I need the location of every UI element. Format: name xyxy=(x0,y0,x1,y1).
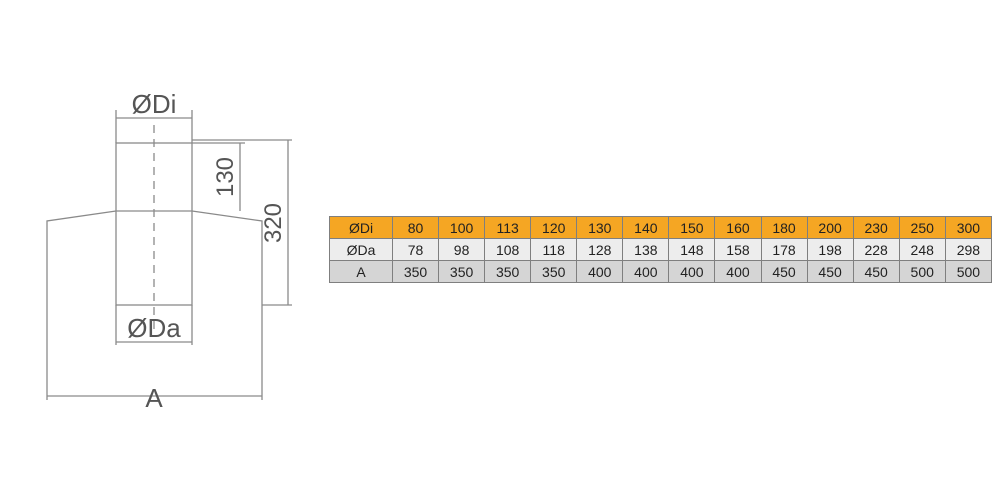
table-cell: 180 xyxy=(760,216,808,239)
table-cell: 400 xyxy=(668,260,716,283)
table-cell: 350 xyxy=(530,260,578,283)
table-cell: 450 xyxy=(806,260,854,283)
table-cell: 128 xyxy=(576,238,624,261)
table-cell: 250 xyxy=(898,216,946,239)
dim-320-label: 320 xyxy=(260,203,287,243)
table-cell: 113 xyxy=(484,216,532,239)
table-cell: 450 xyxy=(852,260,900,283)
table-cell: 178 xyxy=(760,238,808,261)
table-cell: 350 xyxy=(391,260,440,283)
table-cell: 350 xyxy=(438,260,486,283)
table-cell: 228 xyxy=(852,238,900,261)
flange-outline xyxy=(46,210,263,305)
table-cell: 98 xyxy=(438,238,486,261)
table-cell: 500 xyxy=(944,260,993,283)
table-cell: 100 xyxy=(438,216,486,239)
technical-drawing: ØDi ØDa A 130 320 xyxy=(46,89,292,413)
table-cell: 140 xyxy=(622,216,670,239)
table-cell: 350 xyxy=(484,260,532,283)
table-cell: 300 xyxy=(944,216,993,239)
table-cell: 158 xyxy=(714,238,762,261)
label-a: A xyxy=(145,383,163,413)
row-label: ØDi xyxy=(329,216,393,239)
table-cell: 298 xyxy=(944,238,993,261)
table-cell: 108 xyxy=(484,238,532,261)
table-cell: 248 xyxy=(898,238,946,261)
table-cell: 150 xyxy=(668,216,716,239)
label-di: ØDi xyxy=(132,89,177,119)
table-cell: 230 xyxy=(852,216,900,239)
table-cell: 130 xyxy=(576,216,624,239)
table-cell: 118 xyxy=(530,238,578,261)
table-cell: 400 xyxy=(576,260,624,283)
table-cell: 120 xyxy=(530,216,578,239)
label-da: ØDa xyxy=(127,313,181,343)
table-cell: 78 xyxy=(391,238,440,261)
table-cell: 160 xyxy=(714,216,762,239)
table-cell: 400 xyxy=(622,260,670,283)
table-cell: 138 xyxy=(622,238,670,261)
row-label: A xyxy=(329,260,393,283)
dim-130-label: 130 xyxy=(212,157,239,197)
table-cell: 148 xyxy=(668,238,716,261)
table-cell: 500 xyxy=(898,260,946,283)
table-cell: 198 xyxy=(806,238,854,261)
table-cell: 200 xyxy=(806,216,854,239)
table-cell: 80 xyxy=(391,216,440,239)
table-cell: 450 xyxy=(760,260,808,283)
row-label: ØDa xyxy=(329,238,393,261)
table-cell: 400 xyxy=(714,260,762,283)
